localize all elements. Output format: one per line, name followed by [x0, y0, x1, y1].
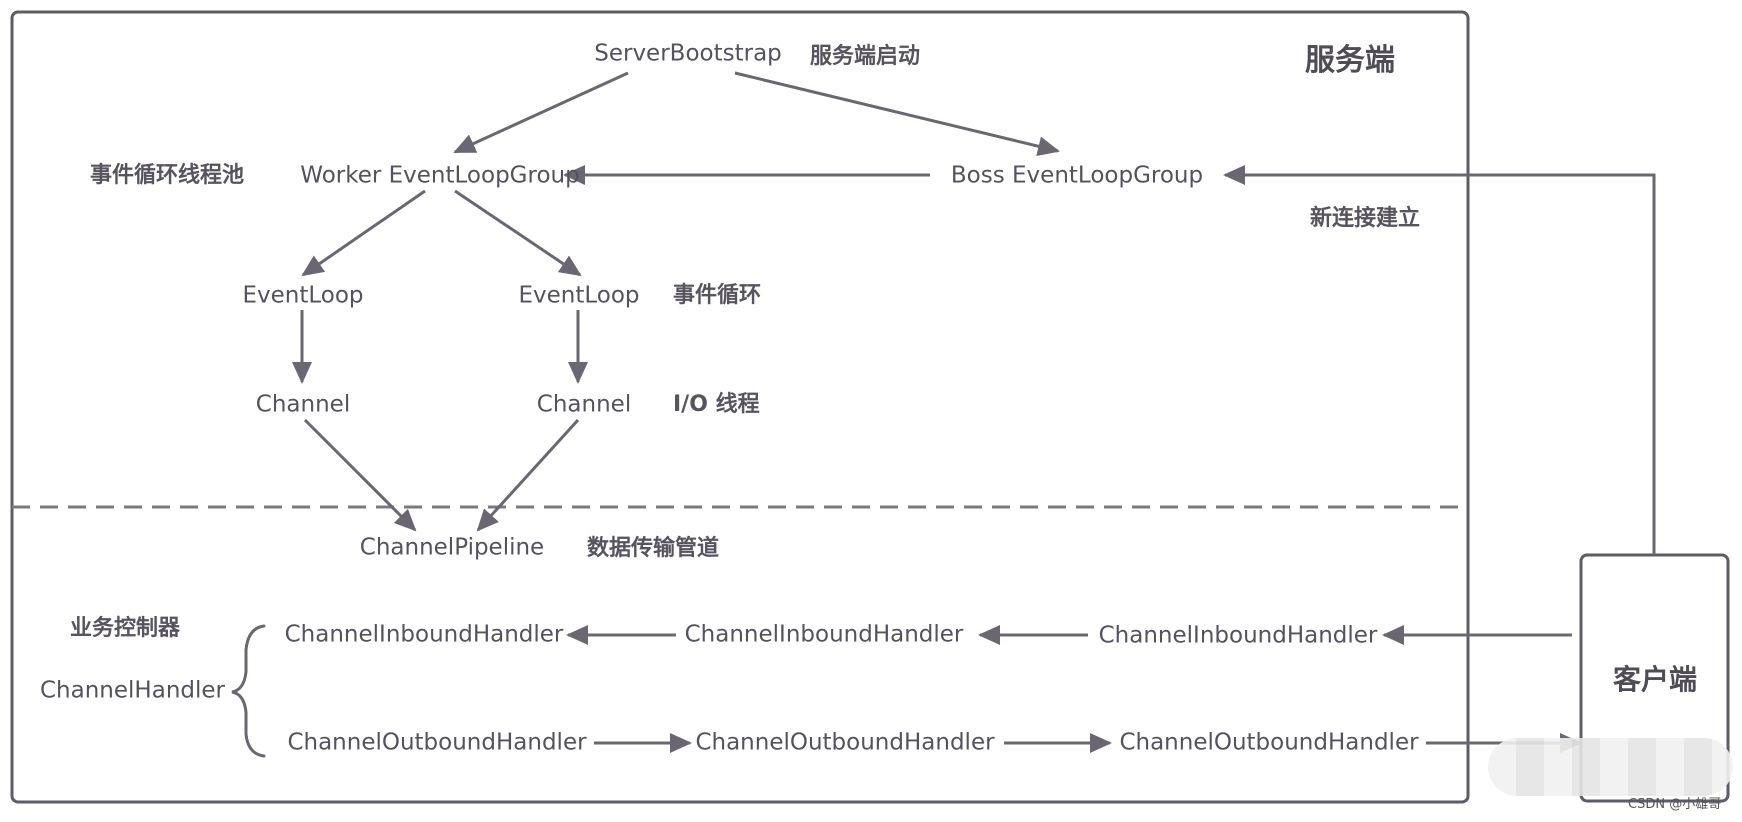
handler-group-brace [231, 624, 266, 758]
outbound-handler-3: ChannelOutboundHandler [1119, 729, 1419, 756]
outbound-handler-1: ChannelOutboundHandler [287, 729, 587, 756]
io-thread-note: I/O 线程 [673, 392, 760, 417]
boss-eventloopgroup-label: Boss EventLoopGroup [950, 162, 1204, 189]
arrow-worker-to-eventloop-left [301, 189, 426, 277]
inbound-handler-3: ChannelInboundHandler [1098, 622, 1378, 649]
pipeline-note: 数据传输管道 [587, 536, 720, 561]
eventloop-right-label: EventLoop [518, 282, 640, 309]
server-title: 服务端 [1305, 43, 1395, 78]
channel-right-label: Channel [536, 391, 632, 418]
arrow-bootstrap-to-boss [734, 71, 1060, 157]
arrow-channel-left-to-pipeline [303, 418, 417, 532]
outbound-handler-2: ChannelOutboundHandler [695, 729, 995, 756]
channel-left-label: Channel [255, 391, 351, 418]
server-bootstrap-note: 服务端启动 [810, 44, 921, 69]
inbound-handler-1: ChannelInboundHandler [284, 621, 564, 648]
eventloop-left-label: EventLoop [242, 282, 364, 309]
worker-eventloopgroup-label: Worker EventLoopGroup [300, 162, 580, 189]
new-connection-note: 新连接建立 [1310, 206, 1421, 231]
arrow-bootstrap-to-worker [453, 71, 629, 154]
inbound-handler-2: ChannelInboundHandler [684, 621, 964, 648]
business-controller-note: 业务控制器 [70, 616, 181, 641]
server-bootstrap-label: ServerBootstrap [594, 40, 782, 67]
eventloop-note: 事件循环 [673, 283, 762, 308]
channel-pipeline-label: ChannelPipeline [359, 534, 545, 561]
blurred-region [1488, 738, 1733, 796]
csdn-watermark: CSDN @小雄哥 [1628, 797, 1722, 812]
channel-handler-label: ChannelHandler [40, 677, 225, 704]
server-boundary-box [10, 10, 1470, 804]
arrow-channel-right-to-pipeline [476, 418, 580, 532]
client-title: 客户端 [1612, 663, 1698, 696]
worker-group-note: 事件循环线程池 [90, 163, 245, 188]
arrow-client-to-boss [1223, 165, 1656, 555]
arrow-worker-to-eventloop-right [454, 189, 582, 277]
